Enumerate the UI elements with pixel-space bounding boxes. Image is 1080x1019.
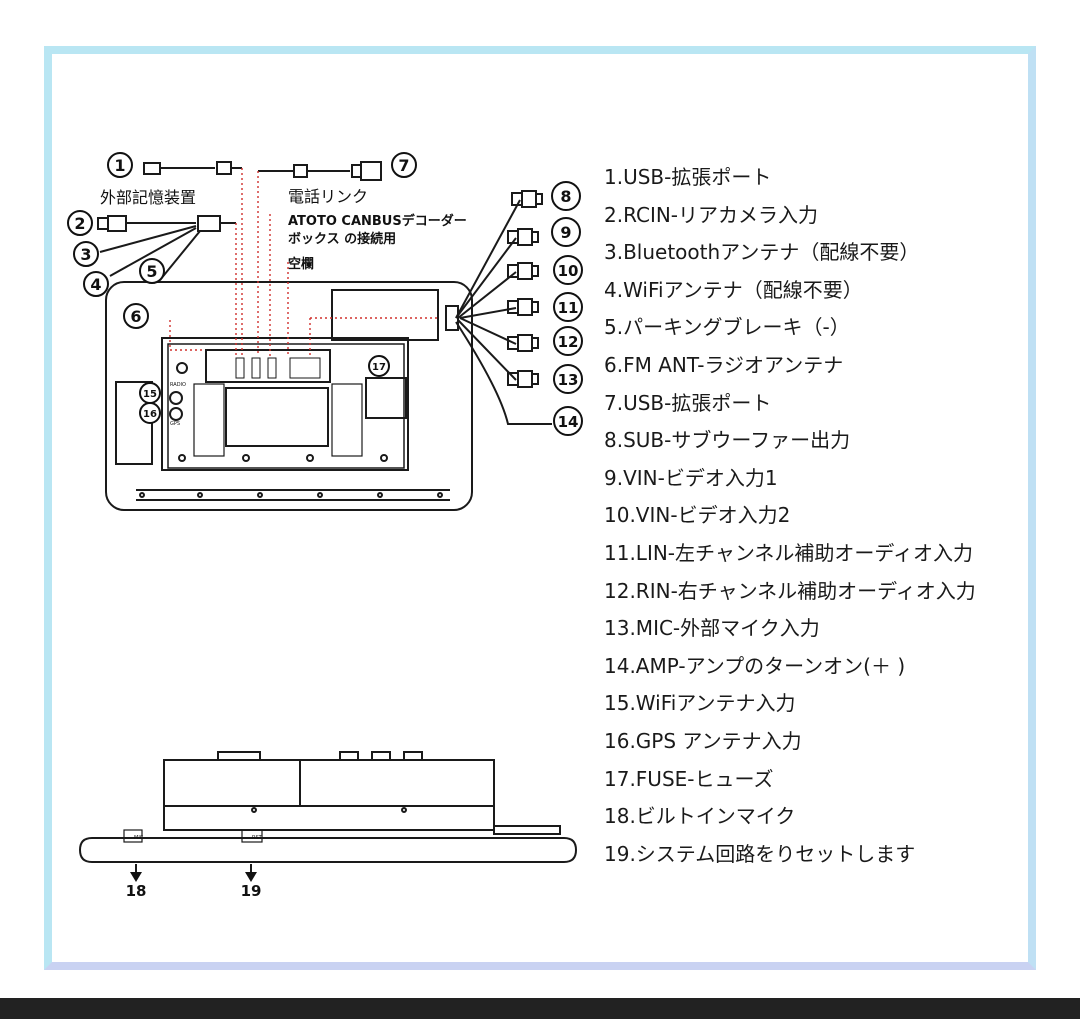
callout-2-num: 2 <box>74 214 85 233</box>
callout-5-num: 5 <box>146 262 157 281</box>
label-radio-small: RADIO <box>170 382 186 388</box>
legend-item: 10.VIN-ビデオ入力2 <box>604 503 791 528</box>
legend-item: 7.USB-拡張ポート <box>604 390 772 415</box>
callout-16-num: 16 <box>143 409 157 420</box>
bottom-bar <box>0 998 1080 1019</box>
legend-item: 8.SUB-サブウーファー出力 <box>604 428 851 453</box>
label-gps-small: GPS <box>170 421 180 427</box>
callout-14-num: 14 <box>558 413 579 431</box>
legend-item: 15.WiFiアンテナ入力 <box>604 691 796 716</box>
port-legend: 1.USB-拡張ポート 2.RCIN-リアカメラ入力 3.Bluetoothアン… <box>604 162 976 876</box>
callout-19-num: 19 <box>241 882 262 900</box>
legend-item: 3.Bluetoothアンテナ（配線不要） <box>604 240 920 265</box>
legend-item: 19.システム回路をりセットします <box>604 841 916 866</box>
legend-item: 4.WiFiアンテナ（配線不要） <box>604 277 863 302</box>
label-empty-slot: 空欄 <box>288 256 314 272</box>
callout-3 <box>73 241 99 267</box>
callout-1-num: 1 <box>114 156 125 175</box>
callout-10 <box>553 255 583 285</box>
callout-11-num: 11 <box>558 299 579 317</box>
callout-12-num: 12 <box>558 333 579 351</box>
callout-17-num: 17 <box>372 362 386 373</box>
legend-item: 5.パーキングブレーキ（-） <box>604 315 850 340</box>
callout-1 <box>107 152 133 178</box>
label-phone-link: 電話リンク <box>288 187 368 206</box>
legend-item: 18.ビルトインマイク <box>604 804 796 829</box>
diagram-frame <box>44 46 1036 970</box>
callout-10-num: 10 <box>558 262 579 280</box>
legend-item: 9.VIN-ビデオ入力1 <box>604 465 778 490</box>
label-rst-small: RST <box>252 835 263 841</box>
callout-7 <box>391 152 417 178</box>
rca-connector-2 <box>97 215 236 281</box>
callout-5 <box>139 258 165 284</box>
label-canbus-line1: ATOTO CANBUSデコーダー <box>288 213 467 229</box>
callout-14 <box>553 406 583 436</box>
callout-16 <box>139 402 161 424</box>
label-mic-small: MIC <box>134 835 144 841</box>
callout-12 <box>553 326 583 356</box>
legend-item: 14.AMP-アンプのターンオン(＋ ) <box>604 653 906 678</box>
head-unit-side <box>78 751 578 872</box>
callout-6 <box>123 303 149 329</box>
legend-item: 17.FUSE-ヒューズ <box>604 766 774 791</box>
callout-18-num: 18 <box>126 882 147 900</box>
label-external-storage: 外部記憶装置 <box>100 188 196 207</box>
usb-connector-1 <box>143 161 242 175</box>
callout-4 <box>83 271 109 297</box>
callout-2 <box>67 210 93 236</box>
callout-15-num: 15 <box>143 389 157 400</box>
legend-item: 16.GPS アンテナ入力 <box>604 728 802 753</box>
callout-8 <box>551 181 581 211</box>
callout-9-num: 9 <box>560 223 571 242</box>
dotted-leads <box>169 168 440 356</box>
usb-connector-7 <box>258 161 382 181</box>
label-canbus-line2: ボックス の接続用 <box>288 231 396 247</box>
head-unit-rear <box>105 281 473 511</box>
callout-8-num: 8 <box>560 187 571 206</box>
legend-item: 13.MIC-外部マイク入力 <box>604 616 820 641</box>
legend-item: 12.RIN-右チャンネル補助オーディオ入力 <box>604 578 976 603</box>
callout-13-num: 13 <box>558 371 579 389</box>
side-arrows <box>130 872 257 882</box>
callout-7-num: 7 <box>398 156 409 175</box>
legend-item: 1.USB-拡張ポート <box>604 165 772 189</box>
callout-17 <box>368 355 390 377</box>
legend-item: 2.RCIN-リアカメラ入力 <box>604 202 819 227</box>
legend-item: 6.FM ANT-ラジオアンテナ <box>604 352 844 377</box>
callout-11 <box>553 292 583 322</box>
callout-4-num: 4 <box>90 275 101 294</box>
callout-9 <box>551 217 581 247</box>
rca-bundle-right <box>455 190 552 425</box>
callout-6-num: 6 <box>130 307 141 326</box>
legend-item: 11.LIN-左チャンネル補助オーディオ入力 <box>604 540 974 565</box>
callout-3-num: 3 <box>80 245 91 264</box>
callout-13 <box>553 364 583 394</box>
